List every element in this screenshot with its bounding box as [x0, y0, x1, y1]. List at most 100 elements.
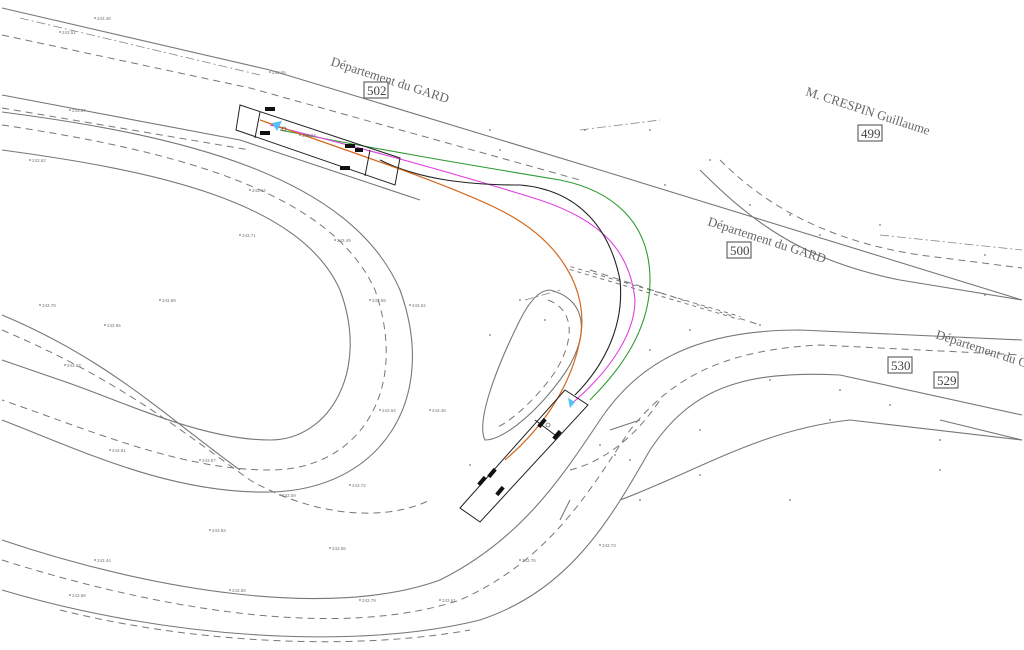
path-black — [379, 159, 622, 396]
spot-height-mark — [489, 334, 491, 336]
spot-height-label: 243.44 — [252, 188, 266, 193]
spot-height-mark — [749, 204, 751, 206]
spot-height-mark — [379, 409, 381, 411]
spot-height-label: 243.83 — [212, 528, 226, 533]
spot-height-mark — [69, 594, 71, 596]
spot-height-label: 243.71 — [242, 233, 256, 238]
lot-502-number: 502 — [367, 83, 387, 98]
spot-height-mark — [614, 454, 616, 456]
road-lines-loop — [1, 111, 431, 514]
spot-height-label: 243.81 — [112, 448, 126, 453]
path-magenta — [269, 124, 636, 406]
spot-height-mark — [209, 529, 211, 531]
spot-height-mark — [789, 214, 791, 216]
lot-529-number: 529 — [937, 373, 957, 388]
spot-height-mark — [334, 239, 336, 241]
spot-height-mark — [984, 254, 986, 256]
spot-height-mark — [819, 234, 821, 236]
spot-height-label: 243.89 — [162, 298, 176, 303]
spot-height-mark — [439, 599, 441, 601]
bus-north — [235, 104, 401, 186]
spot-height-mark — [299, 134, 301, 136]
road-lines-south — [1, 329, 1023, 643]
spot-height-label: 243.59 — [282, 493, 296, 498]
bus-south — [459, 389, 589, 523]
spot-height-label: 243.44 — [97, 558, 111, 563]
spot-height-label: 243.55 — [332, 546, 346, 551]
spot-height-mark — [239, 234, 241, 236]
spot-height-mark — [769, 379, 771, 381]
spot-height-mark — [329, 547, 331, 549]
lot-529: 529 — [933, 371, 959, 389]
spot-height-label: 243.48 — [432, 408, 446, 413]
spot-height-label: 243.37 — [72, 108, 86, 113]
spot-height-label: 243.65 — [107, 323, 121, 328]
spot-height-mark — [689, 329, 691, 331]
spot-height-mark — [279, 494, 281, 496]
lot-499-number: 499 — [861, 126, 881, 141]
spot-height-label: 243.61 — [442, 598, 456, 603]
spot-height-mark — [359, 599, 361, 601]
label-dept-gard-top: Département du GARD — [329, 54, 451, 106]
spot-height-mark — [469, 464, 471, 466]
spot-height-label: 243.53 — [67, 363, 81, 368]
spot-height-label: 243.67 — [202, 458, 216, 463]
spot-height-mark — [104, 324, 106, 326]
spot-height-mark — [519, 299, 521, 301]
path-orange — [259, 119, 583, 461]
spot-height-mark — [879, 224, 881, 226]
spot-height-mark — [369, 299, 371, 301]
spot-height-mark — [109, 449, 111, 451]
swept-paths — [259, 119, 651, 461]
spot-height-label: 243.58 — [372, 298, 386, 303]
spot-height-mark — [664, 184, 666, 186]
spot-height-mark — [639, 499, 641, 501]
spot-height-mark — [889, 404, 891, 406]
spot-height-label: 243.49 — [337, 238, 351, 243]
lot-500: 500 — [726, 241, 752, 259]
spot-height-mark — [629, 459, 631, 461]
spot-height-mark — [29, 159, 31, 161]
lot-530: 530 — [887, 356, 913, 374]
spot-height-mark — [699, 429, 701, 431]
spot-height-label: 243.76 — [522, 558, 536, 563]
spot-height-mark — [39, 304, 41, 306]
spot-height-label: 243.62 — [412, 303, 426, 308]
spot-height-mark — [199, 459, 201, 461]
spot-height-label: 243.78 — [42, 303, 56, 308]
spot-height-mark — [759, 324, 761, 326]
spot-height-mark — [94, 559, 96, 561]
lot-502: 502 — [363, 81, 389, 99]
spot-height-mark — [489, 129, 491, 131]
spot-height-mark — [159, 299, 161, 301]
spot-height-mark — [789, 499, 791, 501]
spot-height-mark — [649, 129, 651, 131]
spot-height-mark — [984, 294, 986, 296]
spot-height-mark — [939, 469, 941, 471]
spot-height-mark — [839, 389, 841, 391]
spot-height-label: 243.73 — [602, 543, 616, 548]
spot-height-mark — [599, 544, 601, 546]
lot-499: 499 — [857, 124, 883, 142]
spot-height-mark — [829, 419, 831, 421]
spot-height-mark — [599, 444, 601, 446]
spot-height-mark — [64, 364, 66, 366]
spot-height-label: 243.64 — [382, 408, 396, 413]
spot-height-mark — [584, 129, 586, 131]
spot-height-label: 243.69 — [72, 593, 86, 598]
spot-height-label: 243.62 — [32, 158, 46, 163]
spot-height-label: 243.58 — [232, 588, 246, 593]
road-lines-north — [1, 7, 1023, 301]
spot-height-mark — [544, 319, 546, 321]
lot-530-number: 530 — [891, 358, 911, 373]
spot-height-label: 243.55 — [272, 70, 286, 75]
spot-height-mark — [409, 304, 411, 306]
spot-height-mark — [939, 439, 941, 441]
label-dept-gard-right: Département du GA — [934, 327, 1024, 374]
spot-height-label: 243.72 — [352, 483, 366, 488]
central-island — [482, 289, 582, 441]
spot-height-mark — [229, 589, 231, 591]
spot-height-mark — [249, 189, 251, 191]
spot-height-mark — [499, 149, 501, 151]
